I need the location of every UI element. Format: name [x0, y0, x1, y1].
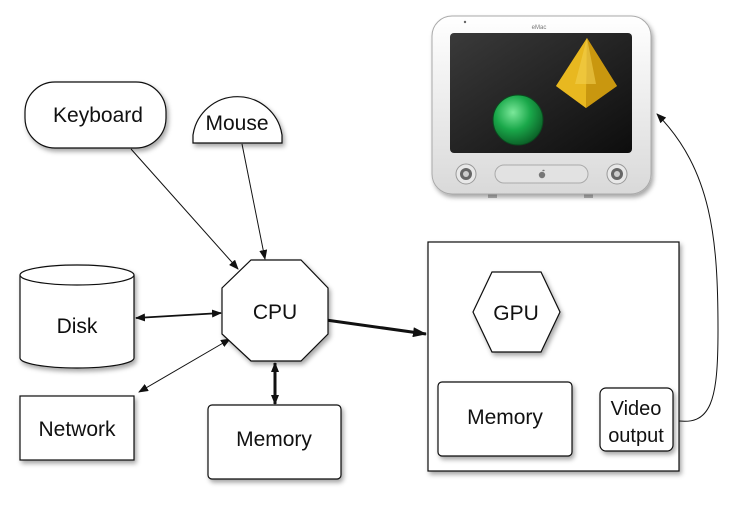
connectors	[130, 113, 719, 424]
emac-monitor-illustration: eMac	[431, 15, 652, 198]
keyboard-to-cpu-arrow	[130, 148, 239, 270]
right-speaker-icon	[606, 163, 628, 185]
emac-brand-label: eMac	[532, 25, 547, 31]
cpu-node: CPU	[221, 259, 329, 362]
gpu-label: GPU	[493, 302, 539, 325]
memory-label: Memory	[236, 428, 312, 451]
keyboard-node: Keyboard	[24, 81, 167, 149]
cpu-label: CPU	[253, 301, 297, 324]
gpu-node: GPU	[472, 271, 561, 353]
network-node: Network	[19, 395, 135, 461]
video-to-monitor-arrow	[656, 113, 719, 422]
green-sphere-icon	[492, 94, 544, 146]
memory-node: Memory	[207, 404, 342, 480]
mouse-node: Mouse	[192, 96, 283, 144]
gpu-memory-label: Memory	[467, 406, 543, 429]
apple-logo-icon	[538, 169, 546, 179]
cpu-network-arrow	[138, 338, 231, 393]
video-output-label-line1: Video	[611, 398, 662, 420]
gold-pyramid-icon	[556, 38, 617, 108]
disk-label: Disk	[57, 315, 98, 338]
video-output-node: Video output	[599, 387, 674, 452]
network-label: Network	[38, 418, 116, 441]
mouse-label: Mouse	[205, 112, 268, 135]
keyboard-label: Keyboard	[53, 104, 143, 127]
cpu-disk-arrow	[135, 309, 222, 322]
video-output-label-line2: output	[608, 425, 664, 447]
mouse-to-cpu-arrow	[241, 143, 268, 260]
disk-node: Disk	[19, 264, 135, 369]
cpu-to-graphics-arrow	[325, 318, 427, 338]
left-speaker-icon	[455, 163, 477, 185]
gpu-memory-node: Memory	[437, 381, 573, 457]
